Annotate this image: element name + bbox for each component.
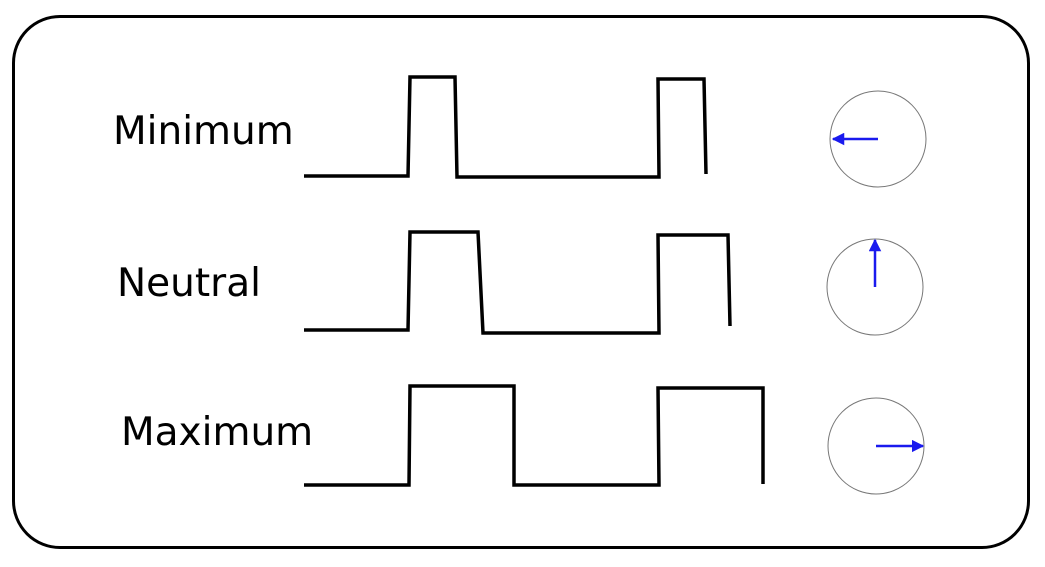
row-label-minimum: Minimum — [113, 109, 294, 154]
row-label-maximum: Maximum — [121, 410, 314, 455]
dial-minimum — [829, 90, 927, 188]
pulse-waveform-minimum — [304, 75, 708, 179]
pulse-waveform-neutral — [304, 230, 732, 335]
pulse-waveform-maximum — [304, 384, 765, 487]
row-label-neutral: Neutral — [117, 261, 261, 306]
diagram-frame — [12, 15, 1030, 549]
